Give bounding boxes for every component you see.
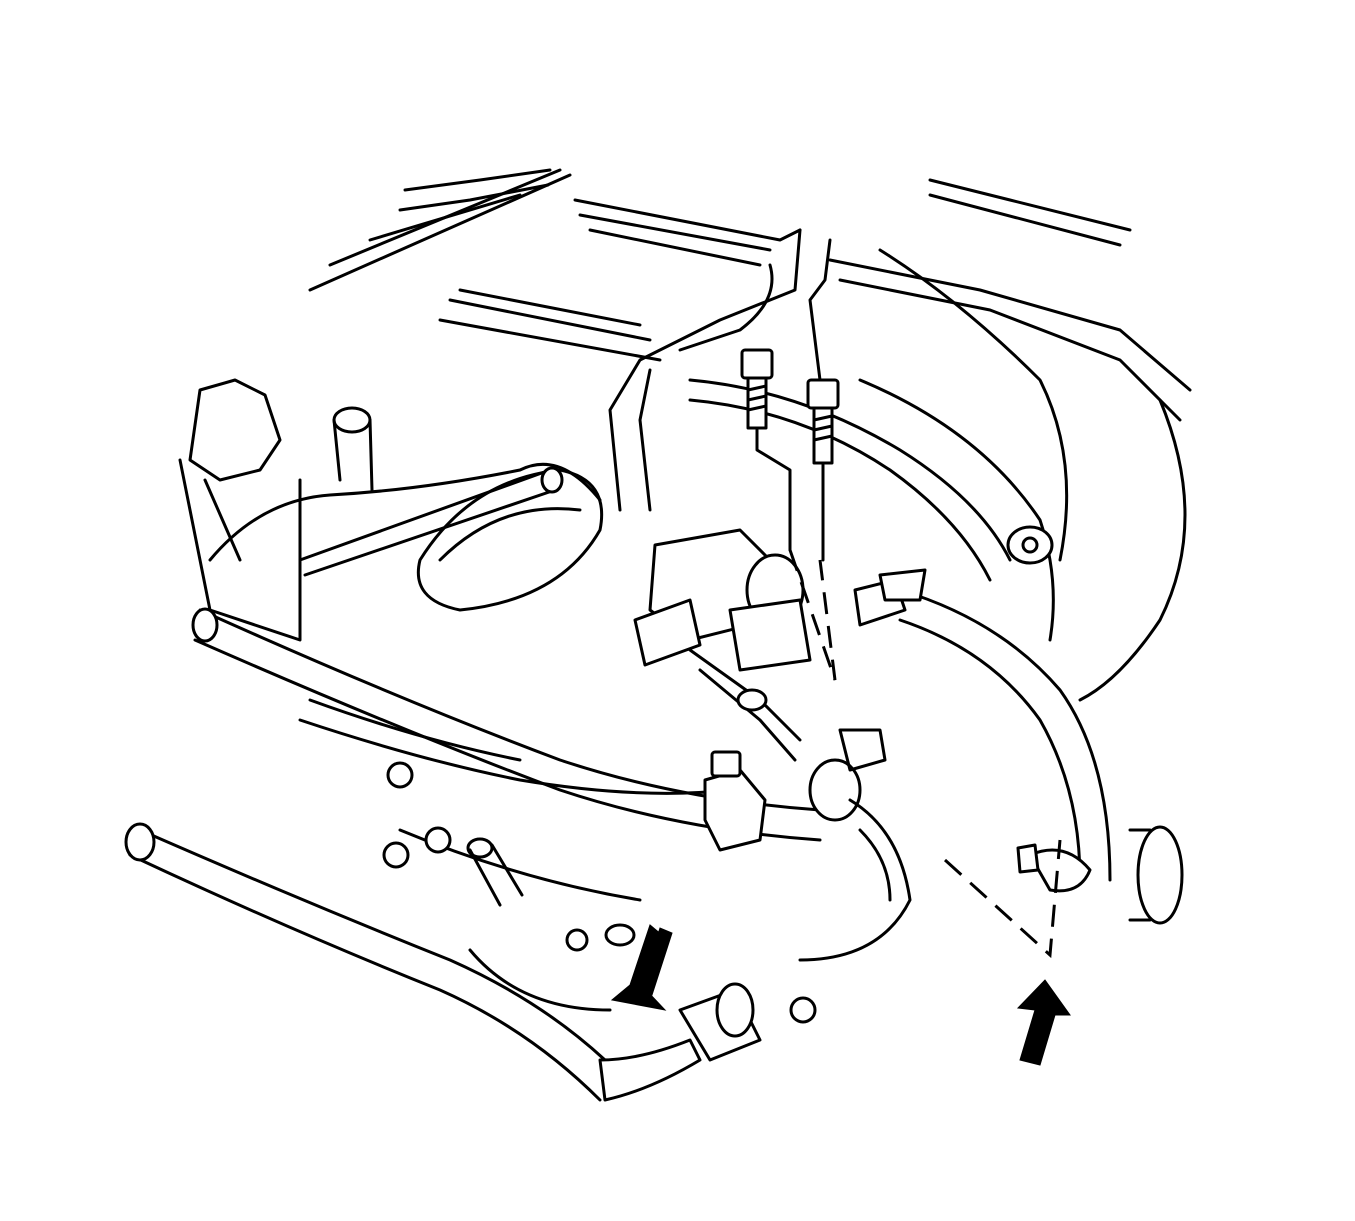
installation-arrow-icon bbox=[1016, 979, 1071, 1066]
bolt-left bbox=[740, 348, 792, 552]
egr-valve bbox=[178, 378, 374, 642]
hose-connector bbox=[633, 528, 812, 762]
vacuum-pipe bbox=[298, 466, 564, 577]
bolt-right bbox=[806, 378, 840, 562]
alignment-lines bbox=[788, 549, 1062, 959]
mounting-bracket bbox=[608, 228, 832, 512]
heater-hose-lower bbox=[124, 822, 762, 1102]
hose-clamp bbox=[1016, 843, 1092, 893]
lower-fittings bbox=[382, 728, 912, 1024]
coolant-hose-right bbox=[853, 525, 1184, 925]
removal-arrow-icon bbox=[610, 924, 673, 1011]
